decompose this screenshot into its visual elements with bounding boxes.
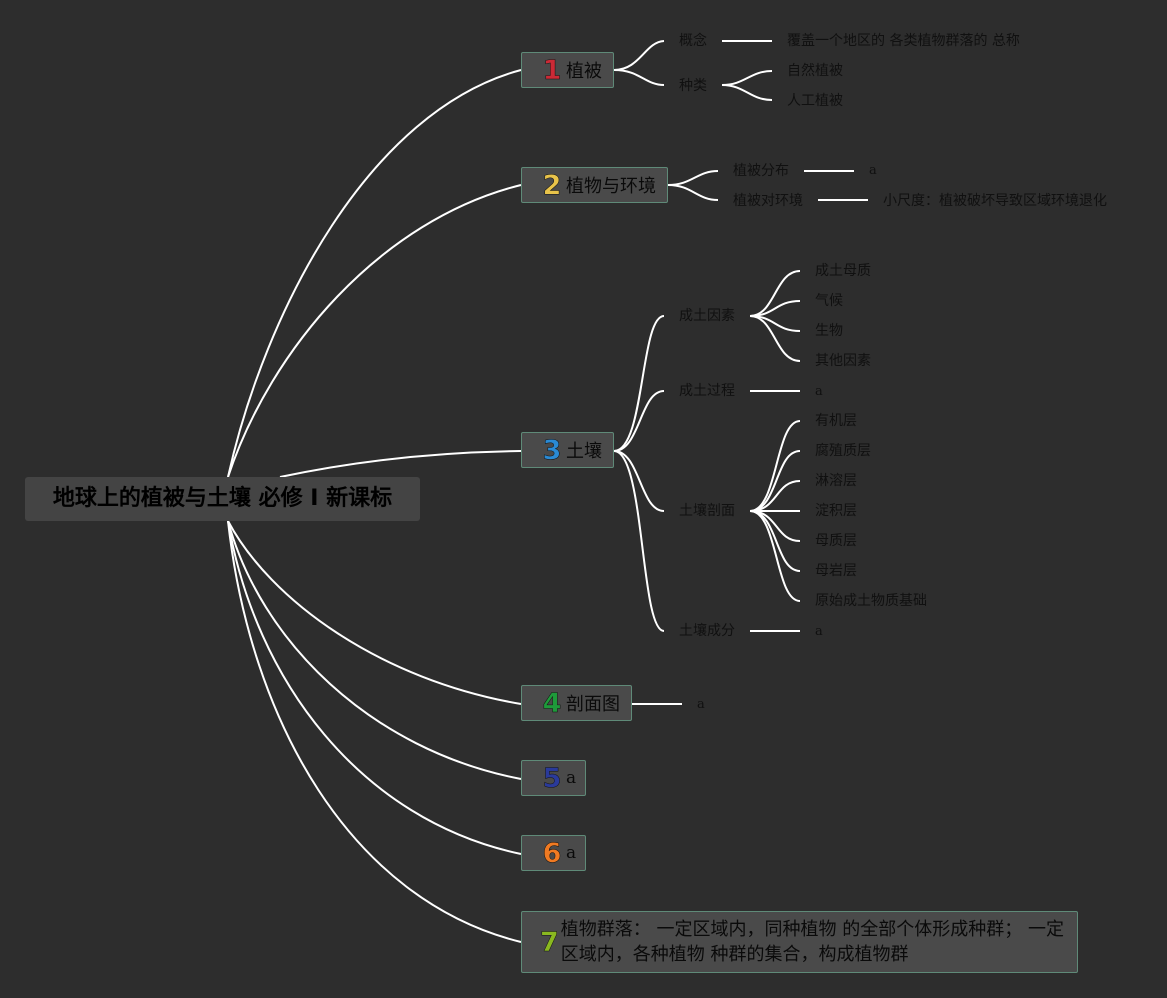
leaf-composition-value[interactable]: a: [815, 624, 823, 639]
number-1-icon: 1: [542, 54, 562, 86]
subtopic-vegetation-environment[interactable]: 植被对环境: [733, 193, 803, 209]
number-5-icon: 5: [542, 762, 562, 794]
number-4-icon: 4: [542, 687, 562, 719]
leaf-distribution-value[interactable]: a: [869, 163, 877, 178]
topic-5[interactable]: 5 a: [521, 760, 586, 796]
link-root-topic2: [227, 184, 522, 478]
topic-label: 土壤: [566, 441, 602, 462]
link-t1-types-natural: [721, 70, 773, 86]
leaf-env-value[interactable]: 小尺度：植被破坏导致区域环境退化: [883, 193, 1107, 209]
leaf-artificial-vegetation[interactable]: 人工植被: [787, 93, 843, 109]
topic-plants-environment[interactable]: 2 植物与环境: [521, 167, 668, 203]
topic-profile-diagram[interactable]: 4 剖面图: [521, 685, 632, 721]
link-t2-env: [667, 184, 719, 201]
topic-vegetation[interactable]: 1 植被: [521, 52, 614, 88]
number-2-icon: 2: [542, 169, 562, 201]
root-topic[interactable]: 地球上的植被与土壤 必修 Ⅰ 新课标: [25, 477, 420, 521]
leaf-profile-origin[interactable]: 原始成土物质基础: [815, 593, 927, 609]
leaf-factor-parent-material[interactable]: 成土母质: [815, 263, 871, 279]
link-t3-factors-4: [749, 315, 801, 362]
link-root-topic3: [279, 450, 522, 478]
number-7-icon: 7: [540, 926, 559, 958]
topic-soil[interactable]: 3 土壤: [521, 432, 614, 468]
topic-label: 剖面图: [566, 694, 620, 715]
subtopic-types[interactable]: 种类: [679, 78, 707, 94]
leaf-profile-humus[interactable]: 腐殖质层: [815, 443, 871, 459]
link-root-topic1: [227, 69, 522, 478]
link-root-topic5: [227, 520, 522, 780]
subtopic-soil-profile[interactable]: 土壤剖面: [679, 503, 735, 519]
leaf-profile-eluvial[interactable]: 淋溶层: [815, 473, 857, 489]
leaf-natural-vegetation[interactable]: 自然植被: [787, 63, 843, 79]
leaf-profile-parent[interactable]: 母质层: [815, 533, 857, 549]
link-t3-profile-7: [749, 510, 801, 602]
link-root-topic7: [227, 520, 522, 943]
topic-label: 植物与环境: [566, 176, 656, 197]
link-t1-types-artificial: [721, 84, 773, 101]
leaf-profile-illuvial[interactable]: 淀积层: [815, 503, 857, 519]
topic-label: 植被: [566, 61, 602, 82]
topic-6[interactable]: 6 a: [521, 835, 586, 871]
leaf-process-value[interactable]: a: [815, 384, 823, 399]
link-t2-dist: [667, 170, 719, 186]
link-t1-concept: [613, 40, 665, 71]
topic-plant-community[interactable]: 7 植物群落： 一定区域内，同种植物 的全部个体形成种群； 一定区域内，各种植物…: [521, 911, 1078, 973]
topic-label: 植物群落： 一定区域内，同种植物 的全部个体形成种群； 一定区域内，各种植物 种…: [560, 919, 1064, 965]
leaf-factor-other[interactable]: 其他因素: [815, 353, 871, 369]
leaf-profile-diagram-value[interactable]: a: [697, 697, 705, 712]
leaf-profile-bedrock[interactable]: 母岩层: [815, 563, 857, 579]
subtopic-soil-process[interactable]: 成土过程: [679, 383, 735, 399]
link-t3-process: [613, 390, 665, 452]
number-6-icon: 6: [542, 837, 562, 869]
leaf-profile-organic[interactable]: 有机层: [815, 413, 857, 429]
link-t1-types: [613, 69, 665, 86]
link-t3-profile-2: [749, 450, 801, 512]
subtopic-distribution[interactable]: 植被分布: [733, 163, 789, 179]
topic-label: a: [566, 768, 577, 788]
link-t3-profile-6: [749, 510, 801, 572]
leaf-factor-biology[interactable]: 生物: [815, 323, 843, 339]
topic-label: a: [566, 843, 577, 863]
subtopic-soil-factors[interactable]: 成土因素: [679, 308, 735, 324]
leaf-factor-climate[interactable]: 气候: [815, 293, 843, 309]
link-t3-profile-1: [749, 420, 801, 512]
link-root-topic4: [227, 520, 522, 705]
link-t3-composition: [613, 450, 665, 632]
root-label: 地球上的植被与土壤 必修 Ⅰ 新课标: [52, 486, 393, 511]
link-root-topic6: [227, 520, 522, 855]
subtopic-soil-composition[interactable]: 土壤成分: [679, 623, 735, 639]
leaf-concept-value[interactable]: 覆盖一个地区的 各类植物群落的 总称: [787, 33, 1020, 49]
link-t3-factors: [613, 315, 665, 452]
subtopic-concept[interactable]: 概念: [679, 33, 707, 49]
link-t3-profile: [613, 450, 665, 512]
number-3-icon: 3: [542, 434, 562, 466]
